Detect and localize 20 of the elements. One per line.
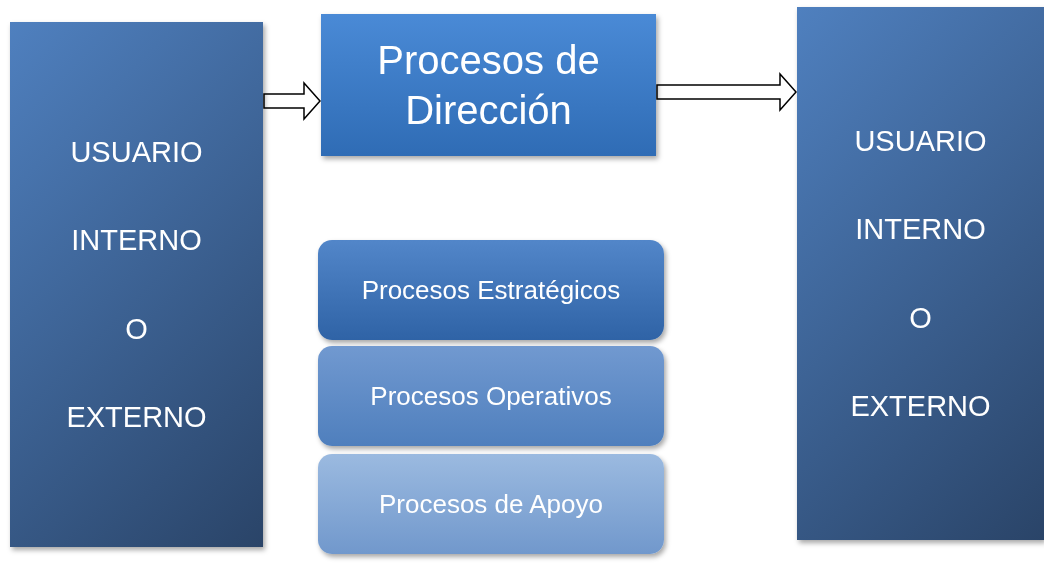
process-box <box>318 346 664 446</box>
block-arrow <box>656 72 797 112</box>
box-label: O <box>125 311 148 347</box>
box-label: INTERNO <box>71 223 202 259</box>
box-label: Procesos Estratégicos <box>361 273 621 307</box>
user-panel <box>797 7 1044 540</box>
box-label: USUARIO <box>70 135 203 170</box>
box-label: INTERNO <box>855 212 986 248</box>
block-arrow <box>263 81 321 121</box>
box-label: O <box>909 300 932 336</box>
box-label: EXTERNO <box>850 388 991 424</box>
box-label: USUARIO <box>854 124 987 159</box>
process-box <box>318 454 664 554</box>
box-label: Procesos de Apoyo <box>378 487 603 521</box>
process-box <box>321 14 656 156</box>
process-box <box>318 240 664 340</box>
user-panel <box>10 22 263 547</box>
box-label: Procesos de Dirección <box>376 37 601 134</box>
box-label: EXTERNO <box>66 399 207 435</box>
box-label: Procesos Operativos <box>370 379 612 413</box>
